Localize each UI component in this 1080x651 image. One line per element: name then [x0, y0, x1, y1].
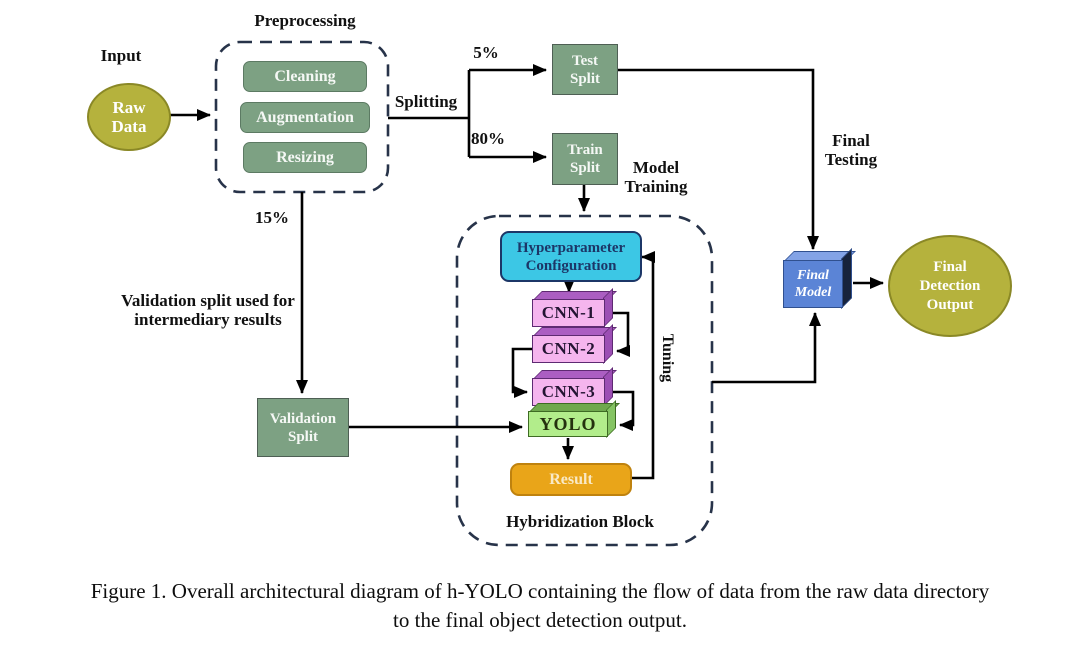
input-label: Input: [100, 46, 142, 65]
arrow-testsplit-to-finalmodel: [616, 68, 819, 250]
arrow-result-to-hyperparam-tuning: [628, 251, 655, 480]
arrow-cnn3-to-yolo: [613, 390, 635, 431]
connector-lines: [167, 64, 884, 480]
yolo-node: YOLO: [528, 400, 620, 438]
model-training-label: Model Training: [618, 158, 694, 196]
hybridization-block-label: Hybridization Block: [506, 512, 654, 531]
arrow-cnn1-to-cnn2: [612, 311, 630, 357]
final-output-line1: Final: [933, 258, 967, 275]
arrow-cnn2-to-cnn3: [511, 347, 532, 398]
cnn-2-label: CNN-2: [532, 335, 605, 363]
cnn-1-label: CNN-1: [532, 299, 605, 327]
validation-split-node: Validation Split: [257, 398, 349, 457]
raw-data-line1: Raw: [112, 98, 146, 117]
preprocessing-label: Preprocessing: [254, 11, 356, 30]
final-detection-output-node: Final Detection Output: [888, 235, 1012, 337]
model-training-line2: Training: [624, 177, 688, 196]
final-output-line3: Output: [926, 296, 974, 313]
splitting-label: Splitting: [394, 92, 458, 111]
validation-note-line2: intermediary results: [134, 310, 282, 329]
hyperparameter-line2: Configuration: [525, 257, 617, 274]
final-model-node: Final Model: [783, 248, 856, 309]
raw-data-line2: Data: [111, 117, 147, 136]
figure-caption-line2: to the final object detection output.: [393, 608, 687, 632]
test-split-percentage: 5%: [473, 43, 499, 62]
final-testing-line2: Testing: [824, 150, 878, 169]
final-model-line1: Final: [797, 268, 829, 283]
final-model-label: Final Model: [783, 260, 843, 308]
cnn-1-node: CNN-1: [532, 288, 617, 328]
test-split-line2: Split: [569, 70, 600, 87]
validation-split-line2: Split: [287, 428, 318, 445]
arrow-hybridization-to-finalmodel: [712, 312, 821, 384]
validation-split-percentage: 15%: [255, 208, 289, 227]
cnn-3-label: CNN-3: [532, 378, 605, 406]
validation-note-line1: Validation split used for: [121, 291, 295, 310]
train-split-line1: Train: [567, 142, 603, 158]
hybridization-dashed-box: [455, 214, 714, 547]
train-split-line2: Split: [569, 160, 600, 176]
final-testing-line1: Final: [832, 131, 870, 150]
model-training-line1: Model: [632, 158, 680, 177]
yolo-label: YOLO: [528, 411, 608, 437]
raw-data-node: Raw Data: [87, 83, 171, 151]
augmentation-node: Augmentation: [240, 102, 370, 133]
validation-note: Validation split used for intermediary r…: [108, 291, 308, 329]
figure-caption-line1: Figure 1. Overall architectural diagram …: [90, 579, 990, 603]
final-model-line2: Model: [794, 285, 832, 300]
test-split-node: Test Split: [552, 44, 618, 95]
cleaning-node: Cleaning: [243, 61, 367, 92]
result-node: Result: [510, 463, 632, 496]
line-splitting-junction: [388, 70, 471, 157]
train-split-percentage: 80%: [471, 129, 505, 148]
test-split-line1: Test: [571, 52, 599, 69]
final-output-line2: Detection: [919, 277, 981, 294]
cnn-2-node: CNN-2: [532, 324, 617, 364]
hyperparameter-line1: Hyperparameter: [516, 239, 626, 256]
cnn-3-node: CNN-3: [532, 367, 617, 407]
train-split-node: Train Split: [552, 133, 618, 185]
tuning-label: Tuning: [659, 333, 677, 383]
hyperparameter-configuration-node: Hyperparameter Configuration: [500, 231, 642, 282]
resizing-node: Resizing: [243, 142, 367, 173]
final-testing-label: Final Testing: [817, 131, 885, 169]
figure-caption: Figure 1. Overall architectural diagram …: [0, 577, 1080, 635]
validation-split-line1: Validation: [269, 410, 337, 427]
